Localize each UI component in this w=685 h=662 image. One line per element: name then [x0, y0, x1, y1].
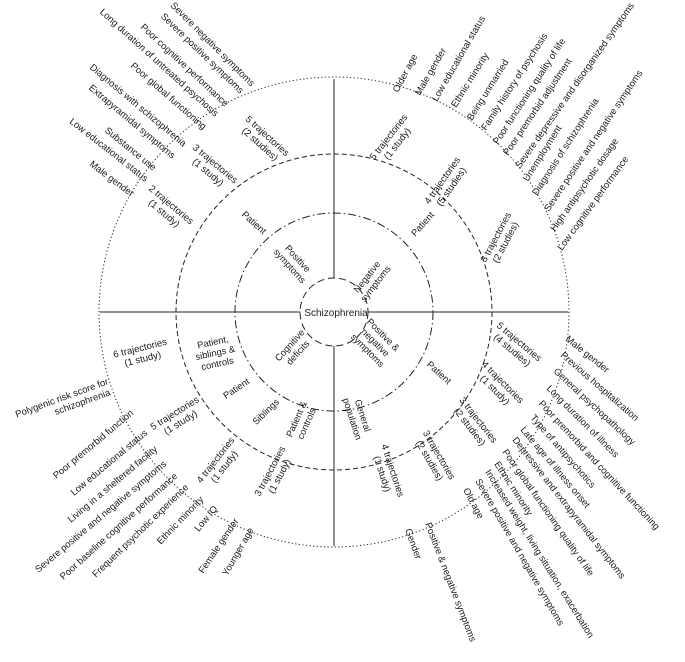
traj-cognitive-3: 3 trajectories(1 study) [253, 444, 298, 503]
category-cognitive-deficits: Cognitivedeficits [272, 327, 315, 371]
predictor-label: Gender [402, 527, 423, 561]
traj-cognitive-5: 5 trajectories(1 study) [149, 394, 207, 442]
group-negative-patient: Patient [409, 209, 437, 238]
predictor-label: Positive & negative symptoms [422, 521, 478, 643]
traj-cognitive-4: 4 trajectories(1 study) [195, 435, 246, 492]
traj-posneg-5: 5 trajectories(4 studies) [487, 320, 543, 372]
group-cognitive-siblings: Siblings [250, 396, 281, 427]
traj-posneg-3a: 3 trajectories(2 studies) [448, 395, 499, 452]
traj-positive-5: 5 trajectories(2 studies) [236, 114, 292, 167]
traj-cognitive-6: 6 trajectories(1 study) [112, 337, 171, 372]
traj-posneg-4: 4 trajectories(1 study) [471, 359, 526, 414]
group-cognitive-patient-controls: Patient &controls [283, 399, 319, 443]
group-positive-patient: Patient [240, 209, 269, 237]
group-cognitive-patient: Patient [221, 375, 252, 401]
traj-negative-5: 5 trajectories(1 study) [368, 112, 419, 169]
category-negative-symptoms: Negativesymptoms [349, 256, 393, 303]
group-cognitive-patient-siblings-controls: Patient,siblings &controls [192, 332, 239, 373]
traj-negative-3: 3 trajectories(2 studies) [479, 210, 524, 269]
traj-posneg-3b: 3 trajectories(2 studies) [410, 429, 457, 488]
category-positive-symptoms: Positivesymptoms [272, 239, 317, 286]
traj-general-4: 4 trajectories(1 study) [368, 443, 406, 502]
group-posneg-patient: Patient [425, 359, 454, 387]
group-posneg-general-population: Generalpopulation [341, 393, 375, 441]
traj-positive-3: 3 trajectories(1 study) [183, 142, 239, 194]
category-positive-negative-symptoms: Positive &negativesymptoms [349, 316, 403, 370]
outer-ring [98, 76, 570, 548]
center-label: Schizophrenia [304, 308, 368, 319]
traj-positive-2: 2 trajectories(1 study) [139, 183, 195, 235]
traj-negative-4: 4 trajectories(5 studies) [423, 155, 473, 213]
